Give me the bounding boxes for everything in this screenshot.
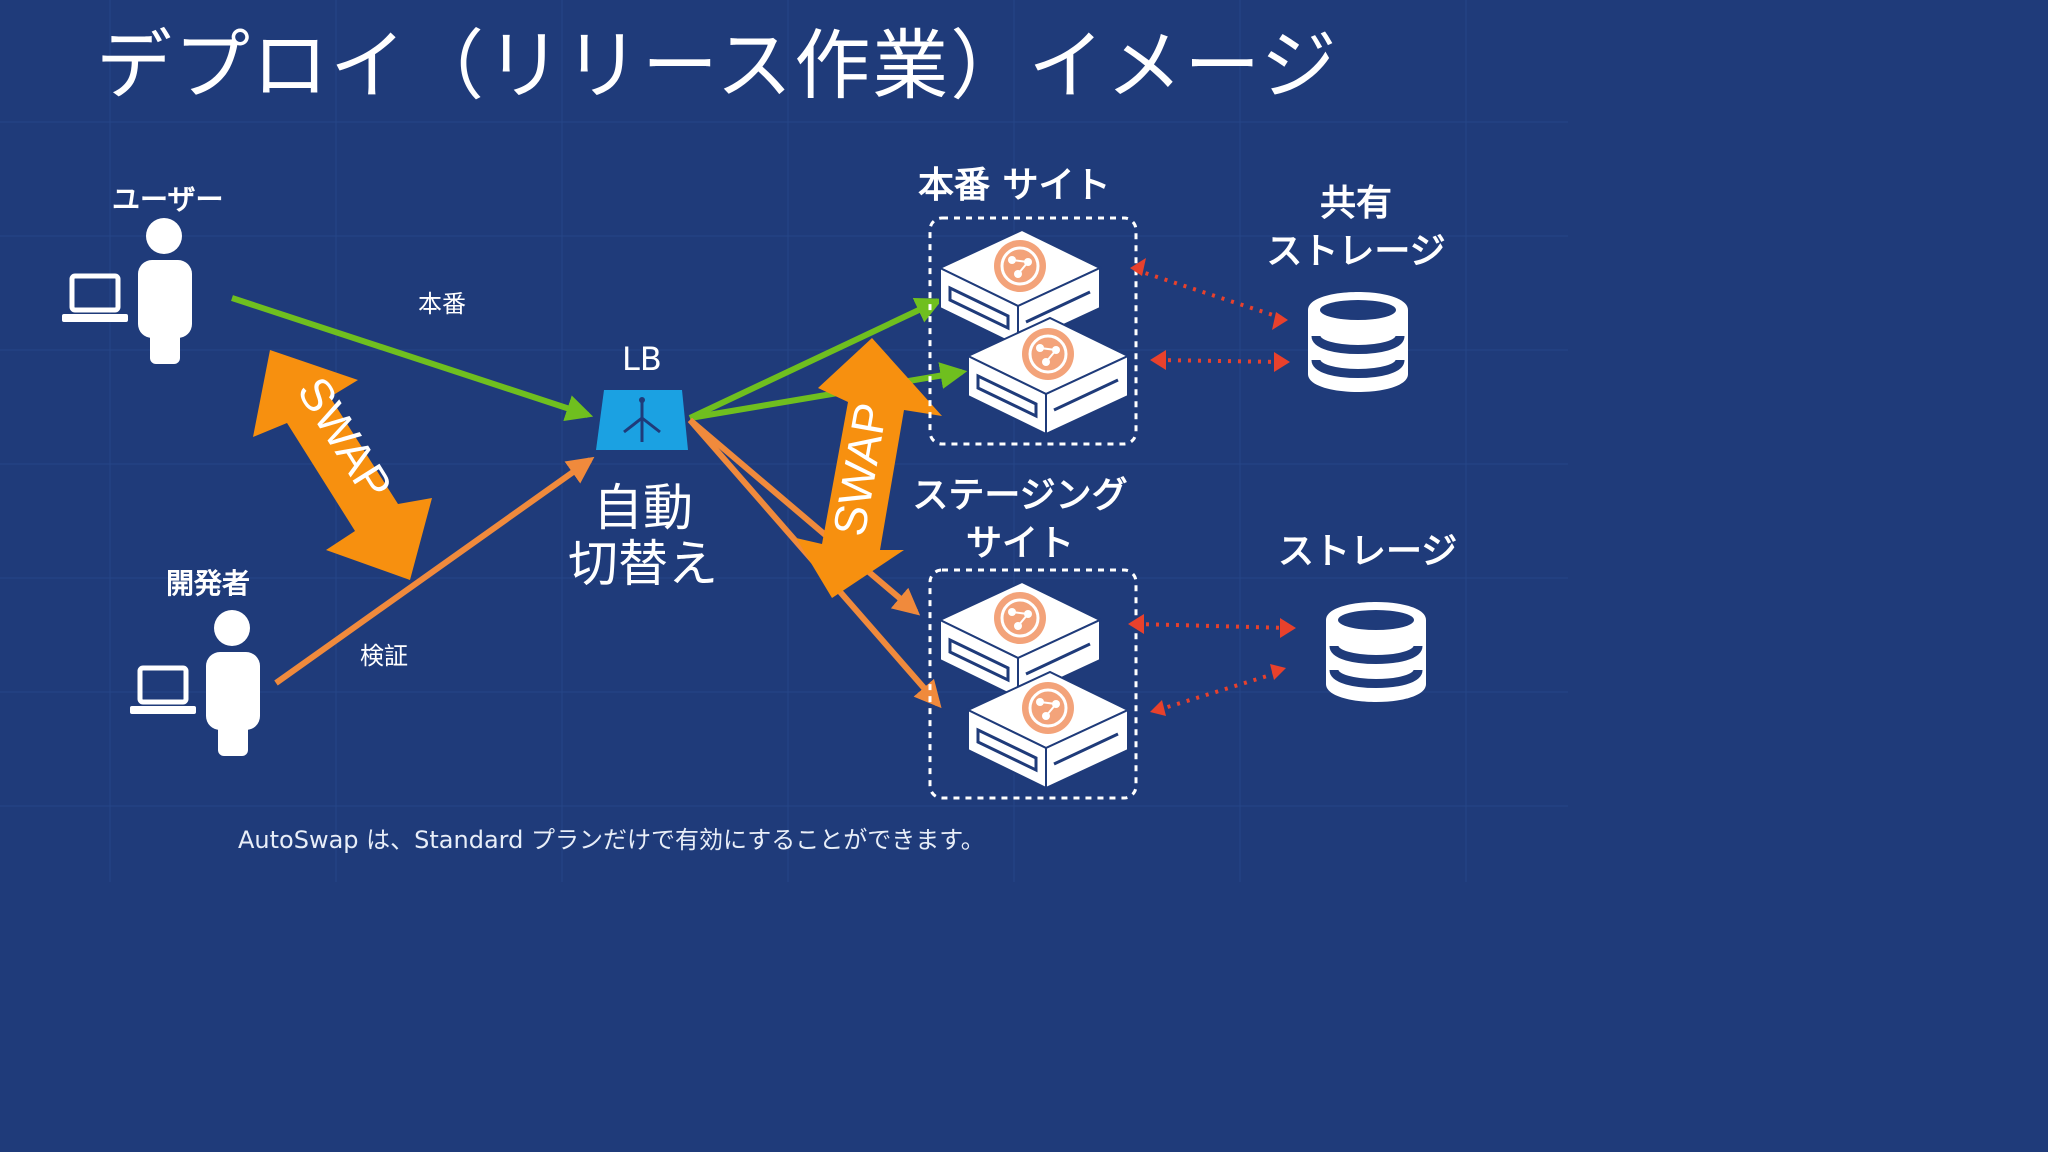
developer-label: 開発者 <box>166 567 251 600</box>
developer-icon <box>130 610 260 756</box>
shared-storage-db-icon <box>1308 292 1408 392</box>
developer-to-lb-arrow <box>274 456 595 686</box>
diagram-canvas: SWAP SWAP <box>0 0 1568 800</box>
lb-to-stage-server1-arrow <box>688 417 921 616</box>
staging-site-label-line2: サイト <box>965 523 1074 564</box>
user-label: ユーザー <box>112 183 224 216</box>
stage-server-1-icon <box>938 580 1102 700</box>
storage-links <box>1135 268 1291 712</box>
shared-storage-label-line2: ストレージ <box>1266 231 1446 272</box>
load-balancer-icon[interactable] <box>596 390 688 450</box>
lb-label: LB <box>622 340 662 378</box>
prod-site-group <box>928 216 1138 446</box>
lb-to-prod-server1-arrow <box>688 298 943 421</box>
staging-site-label: ステージング サイト <box>900 472 1140 568</box>
prod-site-label: 本番 サイト <box>918 165 1111 206</box>
auto-switch-line2: 切替え <box>568 535 718 593</box>
shared-storage-label: 共有 ストレージ <box>1256 180 1456 276</box>
footnote: AutoSwap は、Standard プランだけで有効にすることができます。 <box>238 826 985 854</box>
auto-switch-label: 自動 切替え <box>563 480 723 592</box>
lb-to-prod-server2-arrow <box>689 362 968 421</box>
auto-switch-line1: 自動 <box>593 479 693 537</box>
staging-storage-db-icon <box>1326 602 1426 702</box>
slide: SWAP SWAP <box>0 0 1568 882</box>
page-title: デプロイ（リリース作業）イメージ <box>96 21 1339 110</box>
stage-server-2-icon <box>966 670 1130 790</box>
verification-flow-label: 検証 <box>360 642 408 670</box>
right-swap-label: SWAP <box>823 399 897 540</box>
shared-storage-label-line1: 共有 <box>1319 183 1392 224</box>
staging-site-group <box>928 568 1138 800</box>
user-icon <box>62 218 192 364</box>
user-to-lb-arrow <box>231 295 594 422</box>
staging-storage-label: ストレージ <box>1278 531 1458 572</box>
storage-link-arrowheads <box>1128 258 1296 716</box>
prod-server-1-icon <box>938 228 1102 348</box>
prod-server-2-icon <box>966 316 1130 436</box>
production-flow-label: 本番 <box>418 290 466 318</box>
left-swap-arrow: SWAP <box>253 350 432 580</box>
staging-site-label-line1: ステージング <box>912 475 1128 516</box>
